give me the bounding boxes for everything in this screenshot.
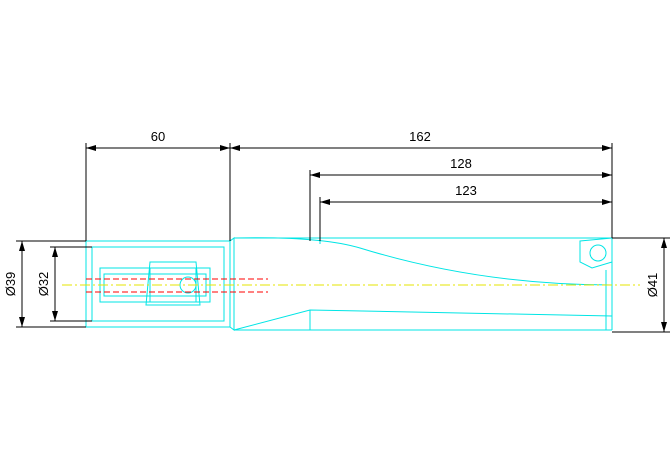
- arrow-39-top: [19, 241, 25, 251]
- dim-label-diameter-32: Ø32: [36, 272, 51, 297]
- tool-outline: [85, 237, 613, 331]
- flute-lower: [233, 309, 613, 331]
- dim-label-123: 123: [455, 183, 477, 198]
- arrow-60-right: [220, 145, 230, 151]
- arrow-128-right: [602, 172, 612, 178]
- dim-label-diameter-39: Ø39: [3, 272, 18, 297]
- arrow-123-left: [320, 199, 330, 205]
- arrow-60-left: [86, 145, 96, 151]
- shank-flat: [91, 246, 225, 322]
- flute-upper-lower-curve: [233, 237, 613, 286]
- collar: [229, 237, 235, 331]
- dim-label-128: 128: [450, 156, 472, 171]
- dim-label-162: 162: [409, 129, 431, 144]
- shank-body: [85, 240, 231, 328]
- arrow-39-bottom: [19, 317, 25, 327]
- clamp-wedge: [145, 261, 201, 306]
- arrow-41-bottom: [661, 322, 667, 332]
- arrow-162-left: [230, 145, 240, 151]
- arrow-162-right: [602, 145, 612, 151]
- arrow-32-top: [52, 247, 58, 257]
- arrow-123-right: [602, 199, 612, 205]
- dim-label-60: 60: [151, 129, 165, 144]
- arrow-41-top: [661, 238, 667, 248]
- insert-screw: [589, 244, 607, 262]
- dimensions: [16, 143, 670, 333]
- arrow-128-left: [310, 172, 320, 178]
- insert-pocket: [579, 237, 613, 269]
- dim-label-diameter-41: Ø41: [645, 273, 660, 298]
- arrow-32-bottom: [52, 311, 58, 321]
